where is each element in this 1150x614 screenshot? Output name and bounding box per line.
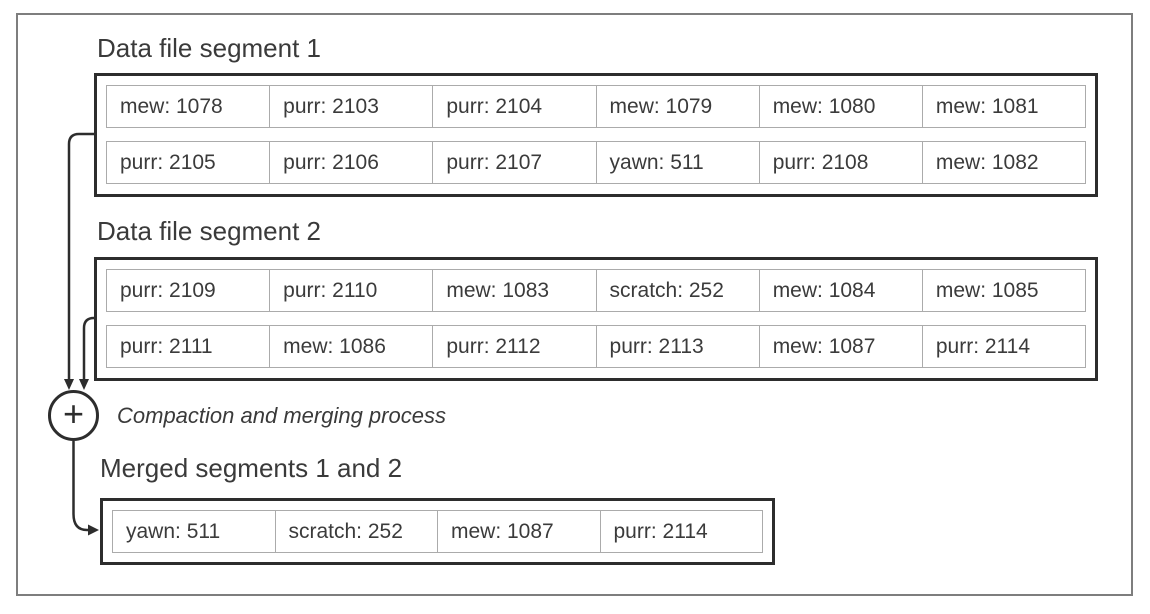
record-cell: purr: 2107 <box>432 142 595 183</box>
merge-process-label: Compaction and merging process <box>117 403 446 428</box>
record-cell: purr: 2103 <box>269 86 432 127</box>
record-cell: purr: 2109 <box>120 278 216 302</box>
record-cell: purr: 2110 <box>269 270 432 311</box>
record-cell: mew: 1081 <box>921 86 1085 127</box>
record-cell: purr: 2105 <box>120 150 216 174</box>
record-cell: mew: 1085 <box>921 270 1085 311</box>
record-cell: scratch: 252 <box>595 270 759 311</box>
record-cell: purr: 2106 <box>269 142 432 183</box>
record-cell: mew: 1079 <box>595 86 759 127</box>
record-cell: purr: 2108 <box>758 142 922 183</box>
record-cell: purr: 2113 <box>595 326 759 367</box>
merged-title: Merged segments 1 and 2 <box>100 453 403 483</box>
record-cell: yawn: 511 <box>595 142 759 183</box>
record-cell: scratch: 252 <box>274 511 438 552</box>
record-cell: mew: 1084 <box>758 270 922 311</box>
record-cell: mew: 1086 <box>269 326 432 367</box>
record-cell: purr: 2104 <box>432 86 595 127</box>
record-cell: purr: 2112 <box>432 326 595 367</box>
record-cell: mew: 1082 <box>921 142 1085 183</box>
record-cell: mew: 1083 <box>432 270 595 311</box>
record-cell: mew: 1087 <box>758 326 922 367</box>
segment1-title: Data file segment 1 <box>97 33 322 63</box>
record-cell: purr: 2114 <box>599 511 763 552</box>
segment2-title: Data file segment 2 <box>97 216 322 246</box>
record-cell: yawn: 511 <box>126 519 221 543</box>
record-cell: purr: 2114 <box>921 326 1085 367</box>
record-cell: mew: 1087 <box>437 511 600 552</box>
record-cell: purr: 2111 <box>120 334 213 358</box>
record-cell: mew: 1080 <box>758 86 922 127</box>
record-cell: mew: 1078 <box>120 94 223 118</box>
merge-node: + <box>48 390 99 441</box>
plus-icon: + <box>62 393 85 434</box>
